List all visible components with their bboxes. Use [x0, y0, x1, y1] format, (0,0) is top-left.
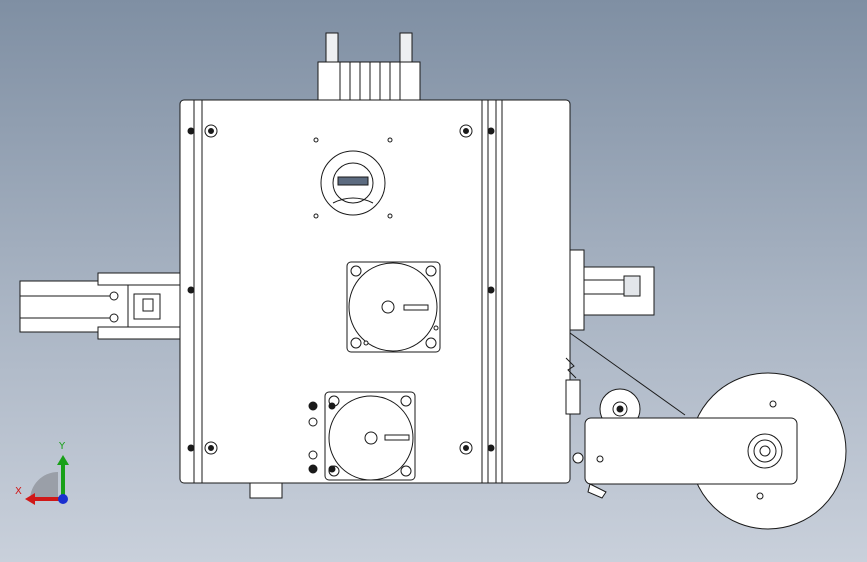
motor-upper: [346, 261, 441, 353]
triad-x-label: X: [15, 486, 22, 497]
triad-y-label: Y: [59, 441, 66, 452]
right-cylinder: [569, 249, 655, 331]
coordinate-triad: [25, 455, 69, 505]
tape-reel-assembly: [565, 332, 847, 530]
top-connector: [317, 32, 421, 101]
left-cylinder: [19, 272, 181, 340]
motor-lower: [308, 391, 416, 481]
